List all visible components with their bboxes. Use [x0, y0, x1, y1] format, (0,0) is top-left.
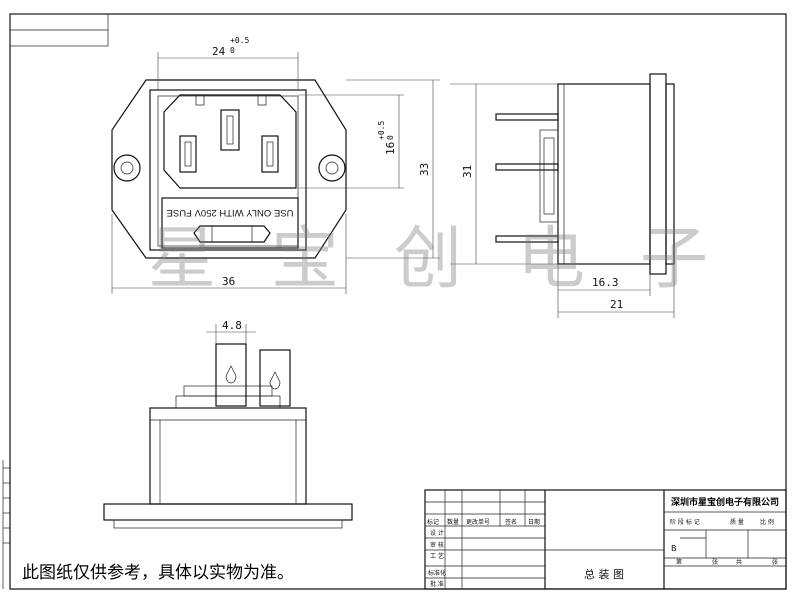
rev-header-change: 更改单号 — [466, 518, 490, 526]
drawing-frame — [9, 13, 787, 590]
sheet-label-1: 第 — [676, 558, 682, 566]
title-block: 标记 数量 更改单号 签名 日期 设 计 审 核 工 艺 标准化 批 准 深圳市… — [424, 489, 787, 590]
quality-header: 质 量 — [730, 518, 744, 526]
dim-front-height-tol-low: 0 — [386, 135, 395, 140]
reference-note: 此图纸仅供参考，具体以实物为准。 — [22, 563, 294, 583]
fuse-label: USE ONLY WITH 250V FUSE — [167, 207, 294, 218]
pin-left — [179, 135, 197, 173]
dim-side-total: 21 — [610, 298, 623, 311]
side-terminal-bottom — [495, 235, 559, 243]
sheet-label-4: 张 — [772, 558, 778, 566]
role-design: 设 计 — [430, 529, 444, 537]
dim-front-width: 24 — [212, 45, 226, 58]
fuse-holder — [193, 225, 271, 243]
mount-hole-left — [113, 154, 141, 182]
role-standard: 标准化 — [428, 569, 446, 577]
bottom-body — [149, 407, 307, 505]
mount-hole-right — [318, 154, 346, 182]
left-ruler — [2, 460, 10, 589]
role-approve: 批 准 — [430, 580, 444, 588]
bottom-terminal-right — [259, 349, 291, 407]
sheet-label-3: 共 — [736, 558, 742, 566]
inner-body — [149, 89, 307, 251]
sheet-label-2: 张 — [712, 558, 718, 566]
side-view: 31 16.3 21 — [450, 73, 675, 318]
front-view: USE ONLY WITH 250V FUSE 24 +0.5 0 16 +0.… — [111, 36, 440, 294]
dim-outer-height: 33 — [418, 163, 431, 176]
flange-outline — [111, 79, 347, 259]
role-review: 审 核 — [430, 541, 444, 549]
dim-front-width-tol-low: 0 — [230, 46, 235, 55]
role-process: 工 艺 — [430, 552, 444, 560]
dim-side-height: 31 — [461, 165, 474, 178]
rev-header-qty: 数量 — [447, 518, 459, 526]
dim-front-height: 16 — [384, 142, 397, 155]
side-terminal-mid — [495, 163, 559, 171]
dim-terminal-width: 4.8 — [222, 319, 242, 332]
dim-front-height-tol: +0.5 — [377, 121, 386, 140]
scale-header: 比 例 — [760, 518, 774, 526]
bottom-flange — [103, 503, 353, 521]
stage-mark: B — [671, 544, 677, 553]
fuse-drawer — [161, 197, 299, 249]
dim-front-width-tol: +0.5 — [230, 36, 249, 45]
company-name: 深圳市星宝创电子有限公司 — [671, 496, 779, 508]
bottom-terminal-left — [215, 343, 247, 407]
side-terminal-top — [495, 113, 559, 121]
bottom-view: 4.8 — [103, 319, 353, 529]
drawing-name: 总 装 图 — [584, 567, 624, 581]
pin-center — [220, 109, 240, 151]
rev-header-mark: 标记 — [427, 518, 439, 526]
socket-opening — [163, 94, 297, 189]
dim-overall-width: 36 — [222, 275, 235, 288]
dim-side-depth: 16.3 — [592, 276, 619, 289]
rev-header-sign: 签名 — [505, 518, 517, 526]
stage-header: 阶 段 标 记 — [670, 518, 700, 526]
pin-right — [261, 135, 279, 173]
rev-header-date: 日期 — [528, 518, 540, 526]
